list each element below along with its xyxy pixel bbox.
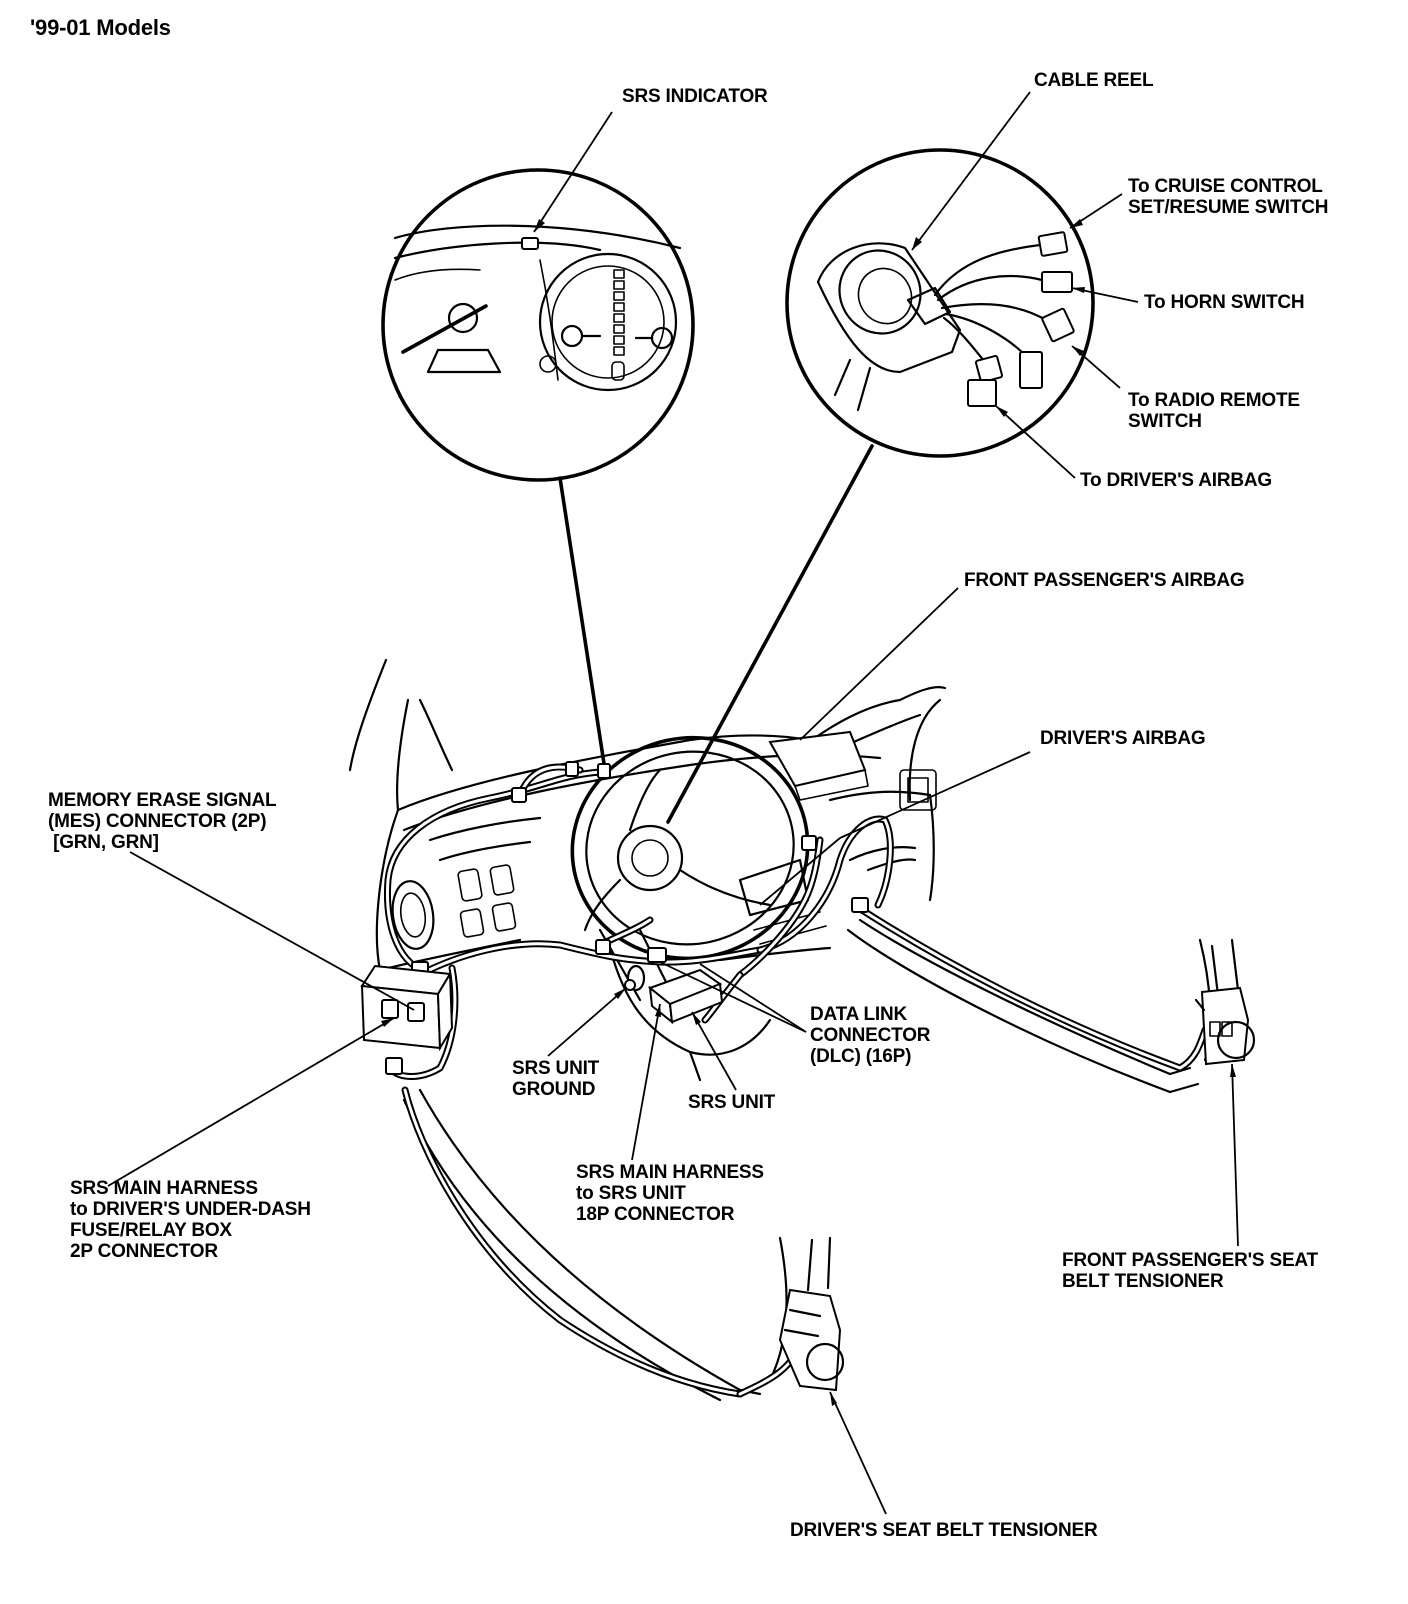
label-srs-indicator: SRS INDICATOR <box>622 86 768 107</box>
gauge-cluster-detail <box>381 168 695 482</box>
label-radio-remote-switch: To RADIO REMOTE SWITCH <box>1128 390 1300 432</box>
page-title: '99-01 Models <box>30 15 171 40</box>
srs-unit-drawing <box>624 947 724 1025</box>
label-srs-unit-ground: SRS UNIT GROUND <box>512 1058 600 1100</box>
front-passenger-tensioner-drawing <box>1194 938 1256 1066</box>
label-mes-connector: MEMORY ERASE SIGNAL (MES) CONNECTOR (2P)… <box>48 790 277 853</box>
label-srs-unit: SRS UNIT <box>688 1092 776 1113</box>
label-cruise-control-switch: To CRUISE CONTROL SET/RESUME SWITCH <box>1128 176 1329 218</box>
label-horn-switch: To HORN SWITCH <box>1144 292 1305 313</box>
cable-reel-detail <box>785 148 1095 458</box>
label-front-passenger-tensioner: FRONT PASSENGER'S SEAT BELT TENSIONER <box>1062 1250 1318 1292</box>
label-front-passenger-airbag: FRONT PASSENGER'S AIRBAG <box>964 570 1245 591</box>
cable-reel-link-line <box>666 444 874 824</box>
label-data-link-connector: DATA LINK CONNECTOR (DLC) (16P) <box>810 1004 931 1067</box>
driver-tensioner-drawing <box>778 1236 845 1392</box>
label-cable-reel: CABLE REEL <box>1034 70 1154 91</box>
under-dash-fuse-relay-box <box>360 964 454 1052</box>
leader-lines <box>107 91 1239 1515</box>
label-main-harness-18p: SRS MAIN HARNESS to SRS UNIT 18P CONNECT… <box>576 1162 764 1225</box>
label-main-harness-fuse-box: SRS MAIN HARNESS to DRIVER'S UNDER-DASH … <box>70 1178 311 1262</box>
label-drivers-airbag: DRIVER'S AIRBAG <box>1040 728 1206 749</box>
indicator-link-line <box>558 476 607 772</box>
label-driver-tensioner: DRIVER'S SEAT BELT TENSIONER <box>790 1520 1098 1541</box>
label-drivers-airbag-connector: To DRIVER'S AIRBAG <box>1080 470 1272 491</box>
